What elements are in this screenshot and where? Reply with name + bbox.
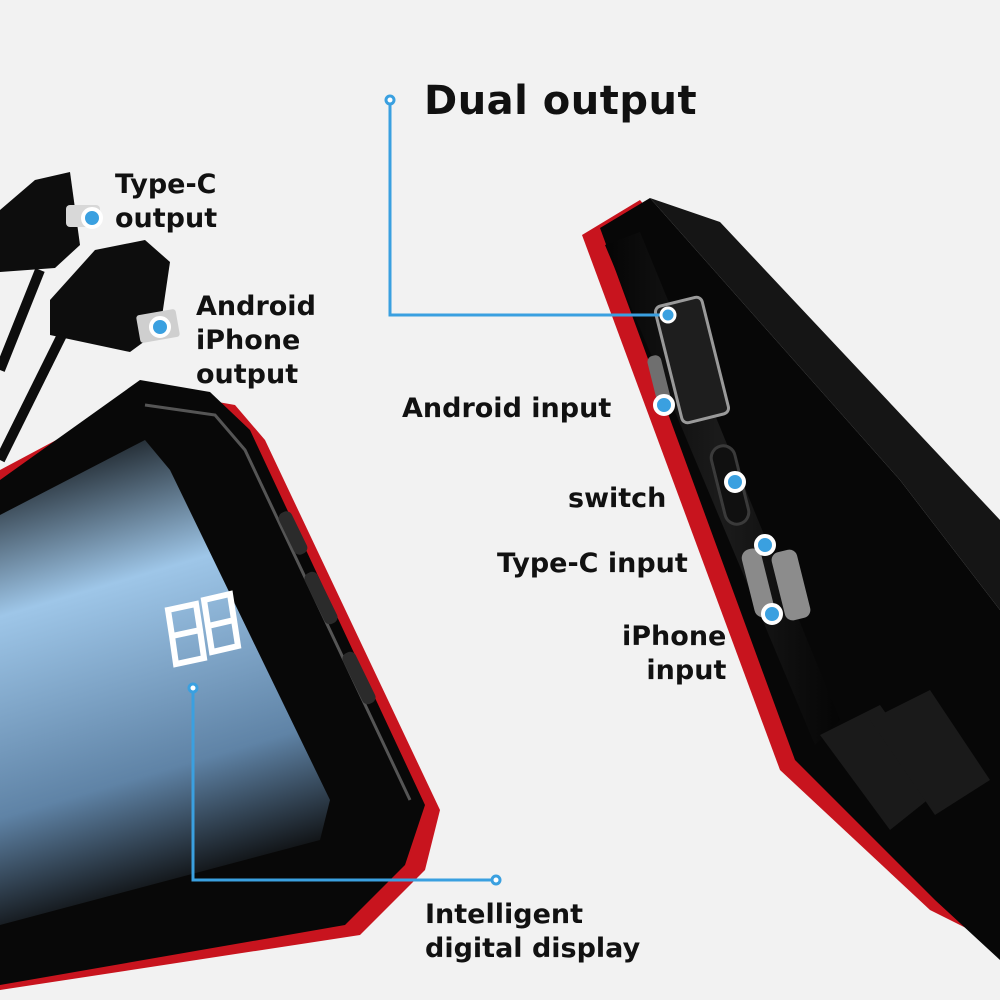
marker-type-c-output: [81, 207, 103, 229]
marker-display-end: [490, 874, 502, 886]
marker-type-c-input: [754, 534, 776, 556]
digit-2: [200, 590, 242, 656]
marker-android-iphone-output: [149, 316, 171, 338]
type-c-port: [741, 548, 775, 618]
marker-dual-output-end: [384, 94, 396, 106]
display-leader: [191, 688, 496, 882]
cable-strand-2: [0, 332, 67, 463]
left-bank-port-3: [342, 651, 376, 705]
left-bank-edge-highlight: [144, 403, 412, 801]
marker-display: [187, 682, 199, 694]
cable-slot-2: [870, 690, 990, 815]
left-power-bank: [0, 380, 440, 990]
label-switch: switch: [568, 483, 667, 514]
left-bank-screen: [0, 440, 330, 925]
marker-usb-output: [659, 306, 677, 324]
digital-display-digits: [164, 590, 242, 668]
digit-1: [164, 600, 208, 668]
label-iphone-input: iPhone input: [622, 621, 727, 686]
label-type-c-input: Type-C input: [497, 548, 688, 579]
label-android-iphone-output: Android iPhone output: [196, 291, 316, 390]
upper-cable-head: [0, 172, 80, 272]
marker-android-input: [653, 394, 675, 416]
label-digital-display: Intelligent digital display: [425, 899, 641, 964]
marker-switch: [724, 471, 746, 493]
left-bank-port-2: [304, 571, 338, 625]
cable-strand-1: [0, 268, 45, 372]
micro-usb-port: [647, 355, 671, 405]
cable-slot-1: [820, 705, 940, 830]
callout-lines: [191, 100, 668, 882]
headline-dual-output: Dual output: [424, 78, 698, 124]
callout-markers: [81, 94, 783, 886]
dual-output-leader: [388, 100, 668, 317]
lightning-port: [771, 549, 811, 621]
usb-port: [653, 295, 731, 425]
label-android-input: Android input: [402, 393, 612, 424]
label-type-c-output: Type-C output: [115, 169, 218, 234]
marker-iphone-input: [761, 603, 783, 625]
left-bank-port-1: [278, 511, 308, 555]
